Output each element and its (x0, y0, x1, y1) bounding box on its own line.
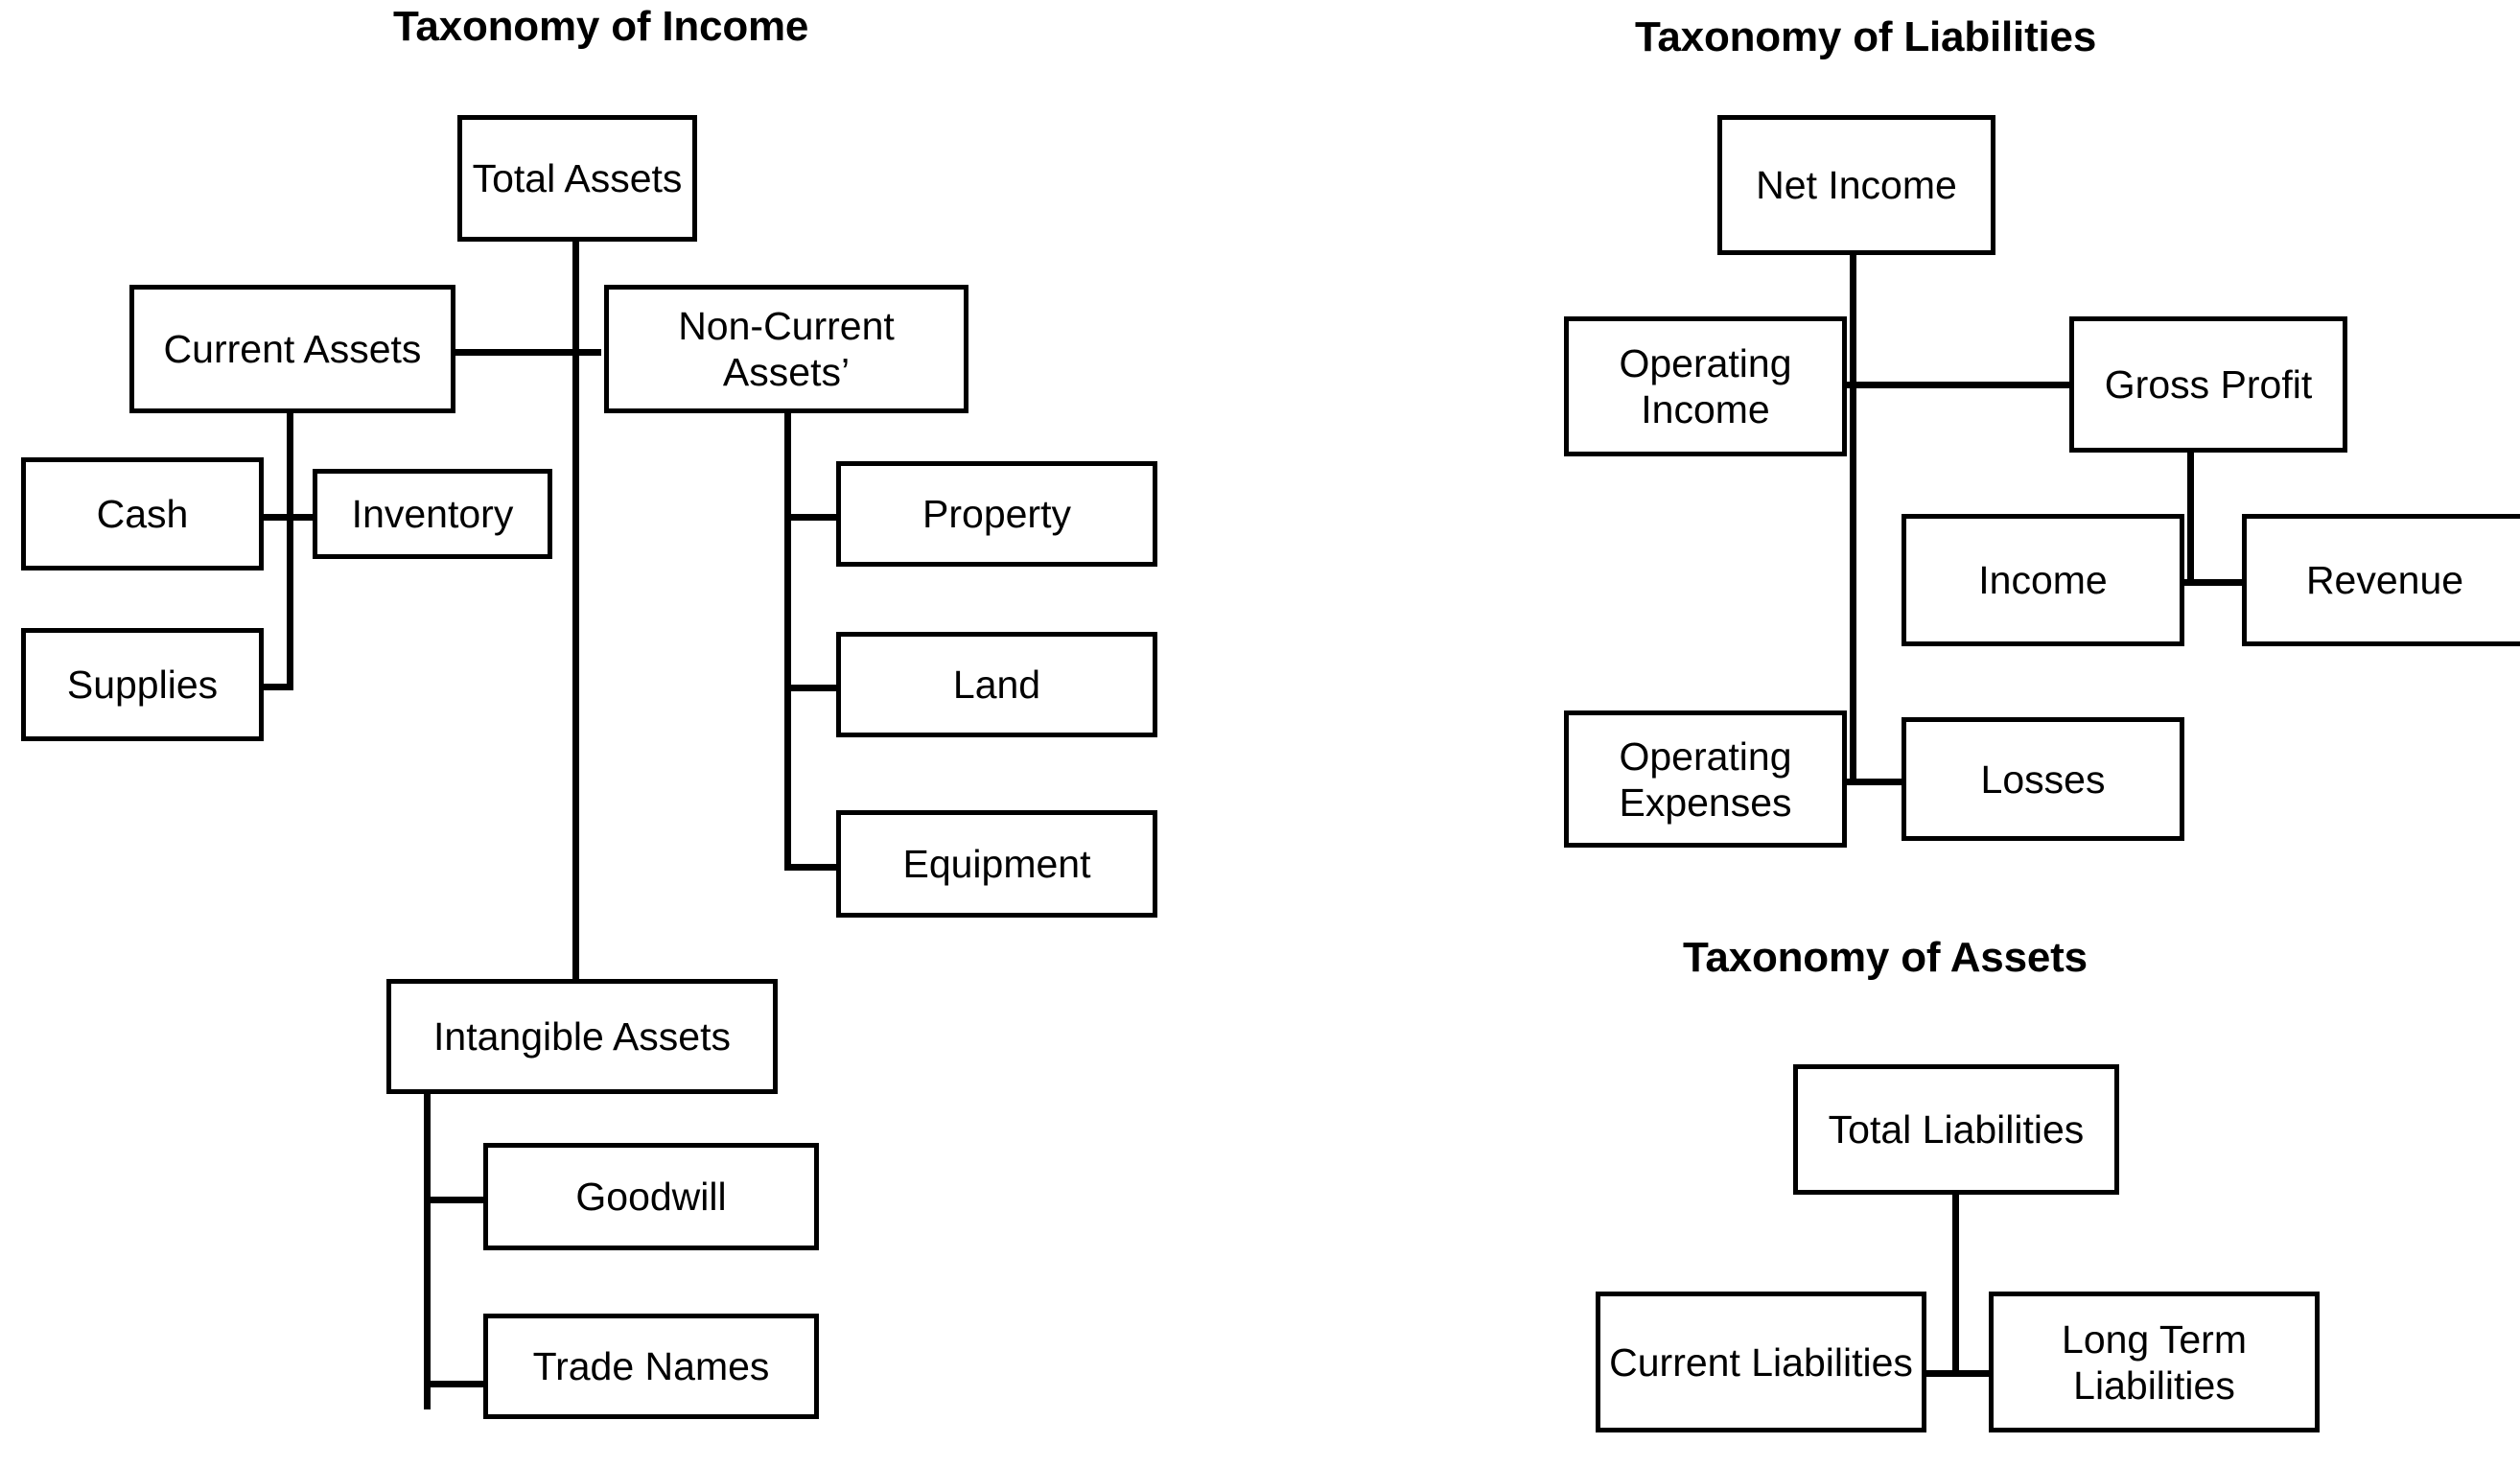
edge-operating-income-to-gross-profit (1846, 382, 2073, 388)
node-land[interactable]: Land (836, 632, 1157, 737)
assets-diagram-title: Taxonomy of Assets (1683, 934, 2088, 981)
edge-operating-expenses-to-losses (1846, 779, 1940, 785)
edge-noncurrent-to-land (784, 685, 842, 691)
edge-income-to-revenue (2158, 579, 2244, 586)
node-equipment[interactable]: Equipment (836, 810, 1157, 918)
edge-noncurrent-to-property (784, 514, 842, 521)
node-supplies[interactable]: Supplies (21, 628, 264, 741)
node-current-assets[interactable]: Current Assets (129, 285, 455, 413)
node-income[interactable]: Income (1902, 514, 2184, 646)
income-diagram-title: Taxonomy of Income (393, 3, 809, 50)
node-gross-profit[interactable]: Gross Profit (2069, 316, 2347, 453)
node-long-term-liabilities[interactable]: Long Term Liabilities (1989, 1292, 2320, 1432)
edge-current-to-long-term-liabilities (1911, 1370, 2005, 1377)
edge-gross-profit-trunk (2187, 451, 2194, 585)
edge-intangible-assets-trunk (424, 1093, 431, 1409)
liabilities-diagram-title: Taxonomy of Liabilities (1635, 13, 2097, 60)
node-revenue[interactable]: Revenue (2242, 514, 2520, 646)
edge-intangible-to-trade-names (424, 1381, 489, 1387)
node-inventory[interactable]: Inventory (313, 469, 552, 559)
node-cash[interactable]: Cash (21, 457, 264, 570)
node-total-assets[interactable]: Total Assets (457, 115, 697, 242)
edge-net-income-trunk (1850, 254, 1856, 783)
node-operating-expenses[interactable]: Operating Expenses (1564, 710, 1847, 848)
edge-intangible-to-goodwill (424, 1197, 489, 1203)
edge-noncurrent-assets-trunk (784, 412, 791, 871)
node-property[interactable]: Property (836, 461, 1157, 567)
edge-total-liabilities-trunk (1952, 1194, 1959, 1376)
node-total-liabilities[interactable]: Total Liabilities (1793, 1064, 2119, 1195)
node-net-income[interactable]: Net Income (1717, 115, 1995, 255)
edge-total-assets-trunk (572, 238, 579, 981)
edge-noncurrent-to-equipment (784, 864, 842, 871)
node-trade-names[interactable]: Trade Names (483, 1314, 819, 1419)
node-operating-income[interactable]: Operating Income (1564, 316, 1847, 456)
node-intangible-assets[interactable]: Intangible Assets (386, 979, 778, 1094)
edge-current-assets-trunk (287, 412, 293, 690)
node-current-liabilities[interactable]: Current Liabilities (1596, 1292, 1926, 1432)
node-goodwill[interactable]: Goodwill (483, 1143, 819, 1250)
node-losses[interactable]: Losses (1902, 717, 2184, 841)
node-non-current-assets[interactable]: Non-Current Assets’ (604, 285, 968, 413)
